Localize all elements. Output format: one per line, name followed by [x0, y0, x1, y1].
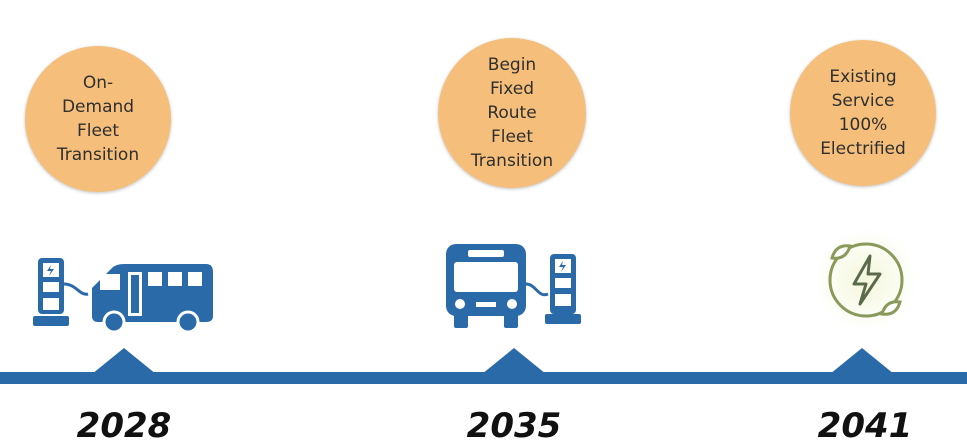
milestone-text-line: Fleet [76, 121, 120, 141]
milestone-text-line: Existing [829, 67, 897, 87]
milestone-text-line: Transition [56, 145, 140, 165]
timeline-marker-2035 [482, 348, 546, 374]
timeline-bar [0, 372, 967, 384]
year-label-2035: 2035 [466, 406, 562, 446]
year-label-2041: 2041 [817, 406, 913, 446]
ev-charger-and-van-icon [20, 254, 220, 334]
milestone-text-line: 100% [838, 115, 888, 135]
year-label-2028: 2028 [76, 406, 172, 446]
milestone-text-line: Electrified [820, 139, 906, 159]
timeline-marker-2028 [92, 348, 156, 374]
bus-and-ev-charger-icon [440, 240, 590, 332]
renewable-electricity-icon [814, 228, 918, 332]
milestone-text-line: Fleet [490, 127, 534, 147]
milestone-text-line: Fixed [489, 79, 535, 99]
milestone-text-line: On- [82, 73, 114, 93]
milestone-text-line: Demand [61, 97, 135, 117]
timeline-marker-2041 [830, 348, 894, 374]
milestone-text-line: Transition [470, 151, 554, 171]
milestone-circle-2041: Existing Service 100% Electrified [790, 40, 936, 186]
milestone-text-line: Service [831, 91, 895, 111]
milestone-text-line: Route [487, 103, 537, 123]
milestone-text-line: Begin [487, 55, 537, 75]
milestone-circle-2028: On- Demand Fleet Transition [25, 46, 171, 192]
milestone-circle-2035: Begin Fixed Route Fleet Transition [438, 38, 586, 188]
